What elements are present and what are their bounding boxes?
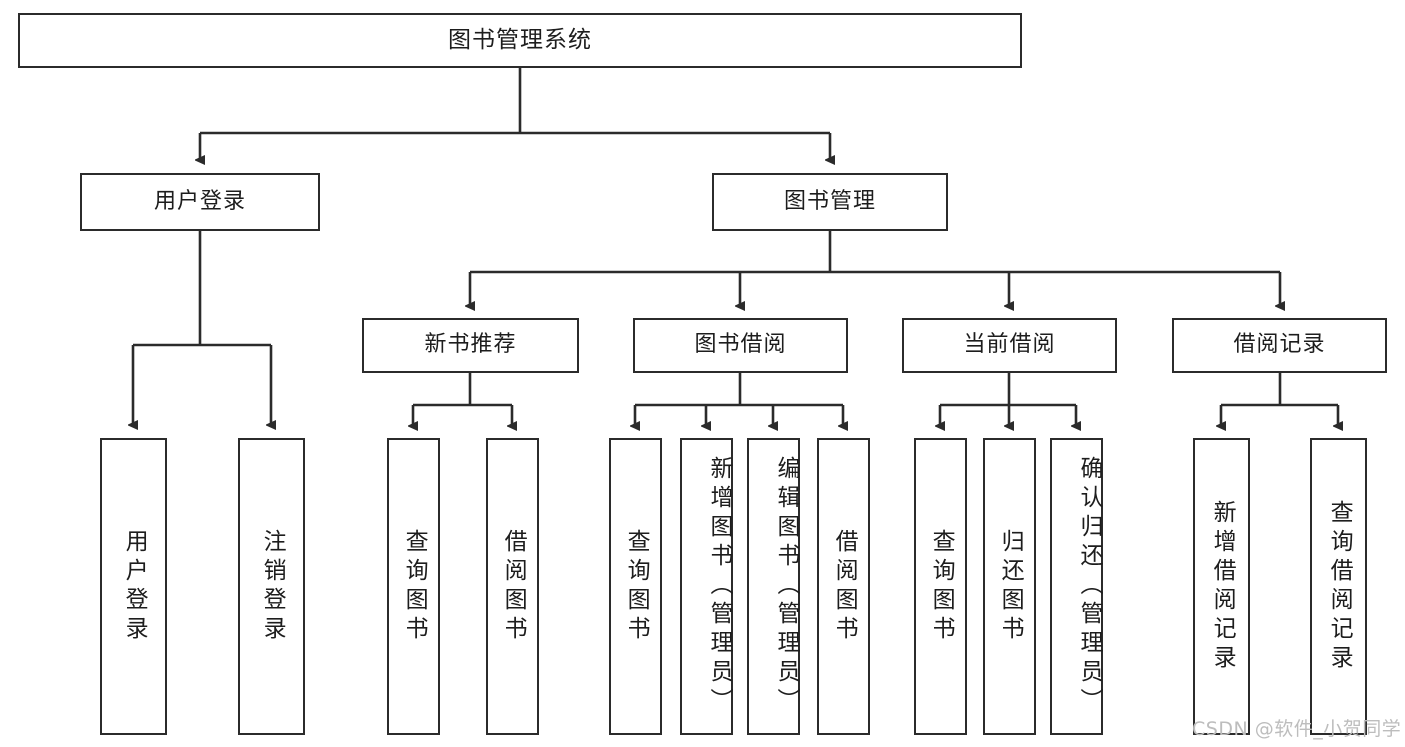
leaf-records-query-record[interactable]: 查询借阅记录 bbox=[1310, 438, 1367, 735]
node-book-management[interactable]: 图书管理 bbox=[712, 173, 948, 231]
leaf-current-query-book[interactable]: 查询图书 bbox=[914, 438, 967, 735]
leaf-borrow-add-book-admin[interactable]: 新增图书（管理员） bbox=[680, 438, 733, 735]
leaf-user-logout[interactable]: 注销登录 bbox=[238, 438, 305, 735]
leaf-current-return-book[interactable]: 归还图书 bbox=[983, 438, 1036, 735]
leaf-newbook-query-book[interactable]: 查询图书 bbox=[387, 438, 440, 735]
node-current-borrow[interactable]: 当前借阅 bbox=[902, 318, 1117, 373]
leaf-records-add-record[interactable]: 新增借阅记录 bbox=[1193, 438, 1250, 735]
leaf-current-confirm-return-admin[interactable]: 确认归还（管理员） bbox=[1050, 438, 1103, 735]
csdn-watermark: CSDN @软件_小贺同学 bbox=[1192, 718, 1402, 740]
leaf-borrow-query-book[interactable]: 查询图书 bbox=[609, 438, 662, 735]
leaf-user-login[interactable]: 用户登录 bbox=[100, 438, 167, 735]
leaf-newbook-borrow-book[interactable]: 借阅图书 bbox=[486, 438, 539, 735]
leaf-borrow-edit-book-admin[interactable]: 编辑图书（管理员） bbox=[747, 438, 800, 735]
node-user-login[interactable]: 用户登录 bbox=[80, 173, 320, 231]
node-borrow-records[interactable]: 借阅记录 bbox=[1172, 318, 1387, 373]
node-book-borrow[interactable]: 图书借阅 bbox=[633, 318, 848, 373]
node-new-book-recommend[interactable]: 新书推荐 bbox=[362, 318, 579, 373]
node-root-system[interactable]: 图书管理系统 bbox=[18, 13, 1022, 68]
leaf-borrow-lend-book[interactable]: 借阅图书 bbox=[817, 438, 870, 735]
